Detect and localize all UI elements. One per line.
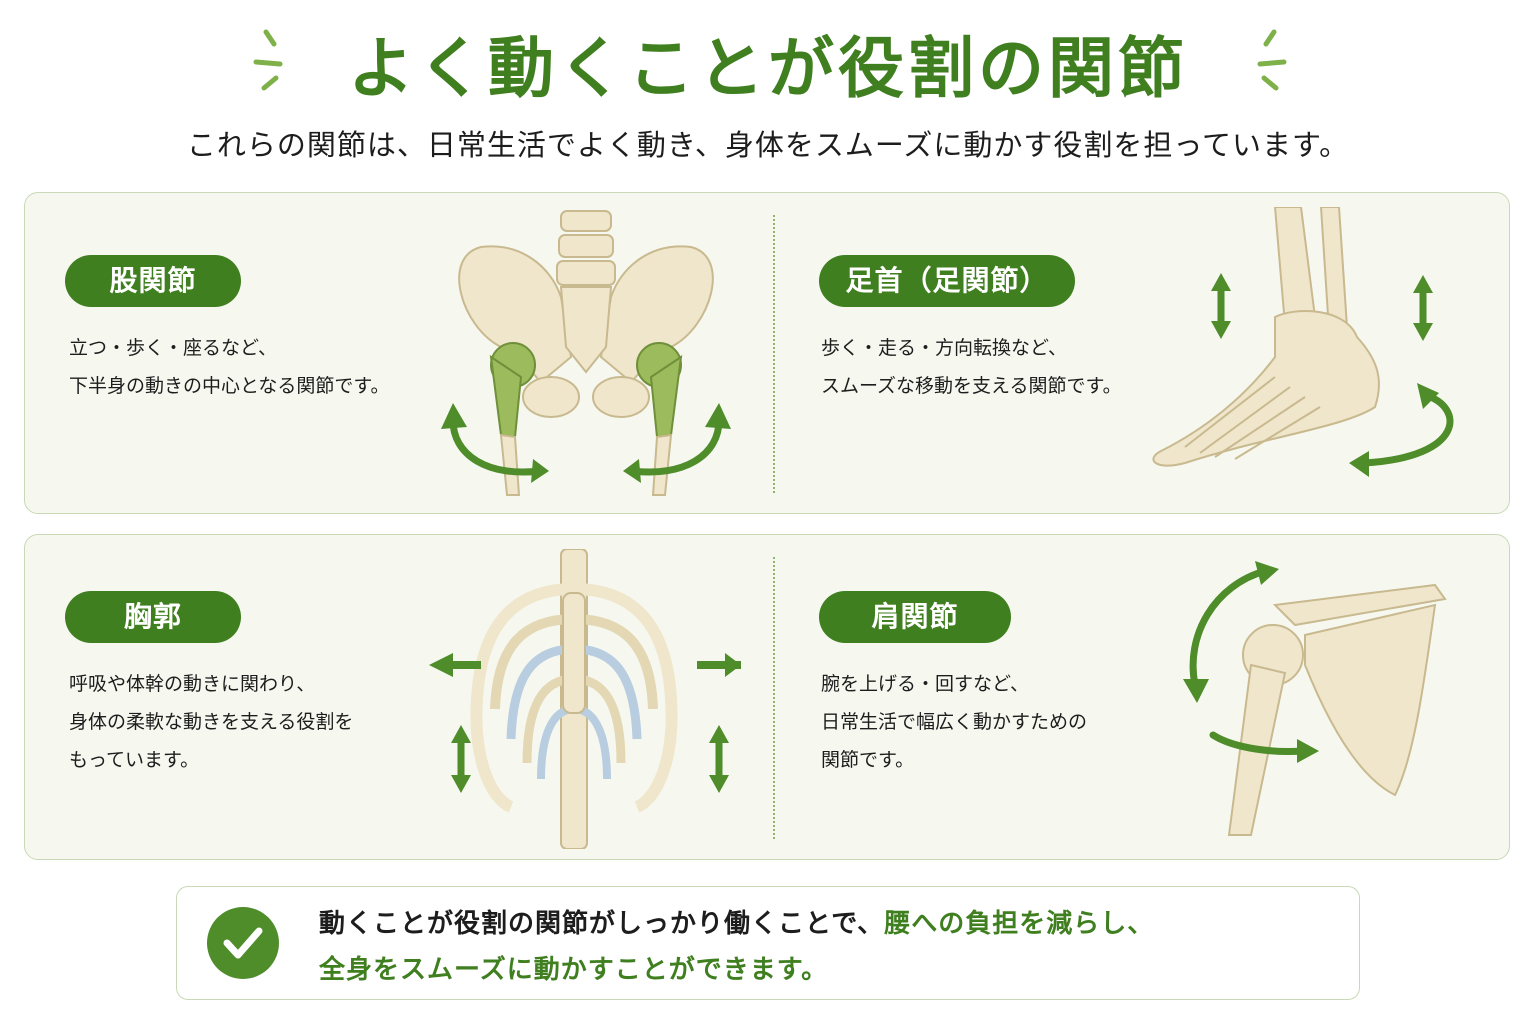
- summary-text: 動くことが役割の関節がしっかり働くことで、腰への負担を減らし、 全身をスムーズに…: [319, 901, 1154, 993]
- hip-joint-description: 立つ・歩く・座るなど、 下半身の動きの中心となる関節です。: [69, 337, 390, 397]
- sparkle-left-icon: [253, 29, 283, 91]
- hip-joint-badge: 股関節: [65, 255, 241, 307]
- panel-divider: [773, 215, 775, 493]
- page-subtitle: これらの関節は、日常生活でよく動き、身体をスムーズに動かす役割を担っています。: [186, 128, 1350, 162]
- panel-divider: [773, 557, 775, 839]
- sparkle-right-icon: [1257, 29, 1287, 91]
- ankle-joint-description: 歩く・走る・方向転換など、 スムーズな移動を支える関節です。: [821, 337, 1122, 397]
- ankle-joint-illustration: [1152, 207, 1454, 477]
- hip-joint-illustration: [441, 210, 731, 496]
- shoulder-joint-illustration: [1183, 561, 1447, 836]
- summary-line1-plain: 動くことが役割の関節がしっかり働くことで、: [319, 909, 885, 939]
- joint-panel-top: 股関節 立つ・歩く・座るなど、 下半身の動きの中心となる関節です。 足首（足関節…: [24, 192, 1510, 514]
- shoulder-joint-description: 腕を上げる・回すなど、 日常生活で幅広く動かすための 関節です。: [821, 673, 1088, 771]
- shoulder-joint-badge: 肩関節: [819, 591, 1011, 643]
- rib-cage-badge: 胸郭: [65, 591, 241, 643]
- rib-cage-description: 呼吸や体幹の動きに関わり、 身体の柔軟な動きを支える役割を もっています。: [69, 673, 354, 771]
- ankle-joint-badge: 足首（足関節）: [819, 255, 1075, 307]
- page-title: よく動くことが役割の関節: [348, 30, 1188, 107]
- rib-cage-illustration: [429, 549, 741, 849]
- summary-line1-highlight: 腰への負担を減らし、: [884, 909, 1155, 939]
- check-icon: [207, 907, 279, 979]
- summary-note: 動くことが役割の関節がしっかり働くことで、腰への負担を減らし、 全身をスムーズに…: [176, 886, 1360, 1000]
- joint-panel-bottom: 胸郭 呼吸や体幹の動きに関わり、 身体の柔軟な動きを支える役割を もっています。…: [24, 534, 1510, 860]
- summary-line2-highlight: 全身をスムーズに動かすことができます。: [319, 955, 829, 985]
